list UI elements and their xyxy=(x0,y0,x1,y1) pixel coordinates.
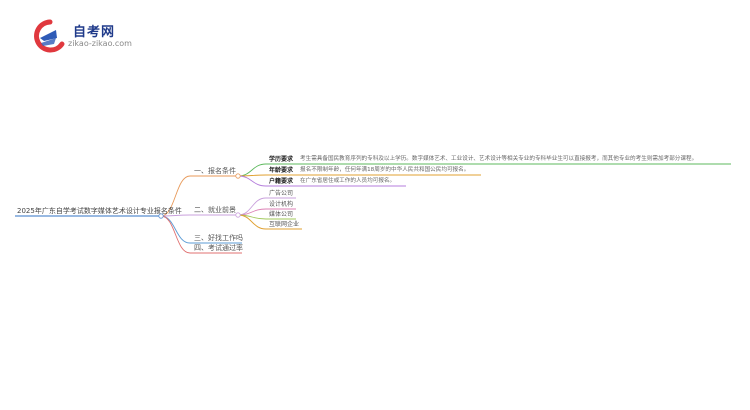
residence-requirement-text: 在广东省居住或工作的人员均可报名。 xyxy=(300,178,396,184)
education-requirement-text: 考生需具备国民教育序列的专科及以上学历。数字媒体艺术、工业设计、艺术设计等相关专… xyxy=(300,156,698,162)
branch-node-dot xyxy=(235,173,241,179)
item-connector xyxy=(237,163,267,177)
career-internet[interactable]: 互联网企业 xyxy=(269,221,300,228)
career-media[interactable]: 媒体公司 xyxy=(269,211,294,218)
residence-requirement-label[interactable]: 户籍要求 xyxy=(269,178,294,185)
branch-employment[interactable]: 二、就业前景 xyxy=(194,206,236,214)
branch-registration[interactable]: 一、报名条件 xyxy=(194,167,236,175)
branch-node-dot xyxy=(235,212,241,218)
age-requirement-text: 报名不限制年龄，任何年满18周岁的中华人民共和国公民均可报名。 xyxy=(300,167,470,173)
item-connector xyxy=(237,175,267,187)
root-node-dot xyxy=(158,213,164,219)
career-advertising[interactable]: 广告公司 xyxy=(269,190,294,197)
branch-job-market[interactable]: 三、好找工作吗 xyxy=(194,234,243,242)
item-connector xyxy=(237,214,267,230)
career-design-agency[interactable]: 设计机构 xyxy=(269,201,294,208)
branch-connector xyxy=(160,175,191,217)
site-title: 自考网 xyxy=(73,25,116,40)
branch-connector xyxy=(160,215,191,254)
zikao-logo-icon xyxy=(34,19,65,53)
branch-pass-rate[interactable]: 四、考试通过率 xyxy=(194,244,243,252)
branch-connector xyxy=(160,214,191,217)
site-url: zikao-zikao.com xyxy=(68,39,132,48)
education-requirement-label[interactable]: 学历要求 xyxy=(269,156,294,163)
site-logo[interactable]: 自考网 zikao-zikao.com xyxy=(30,18,140,54)
mindmap-root[interactable]: 2025年广东自学考试数字媒体艺术设计专业报名条件 xyxy=(17,207,182,215)
age-requirement-label[interactable]: 年龄要求 xyxy=(269,167,294,174)
branch-connector xyxy=(160,215,191,244)
